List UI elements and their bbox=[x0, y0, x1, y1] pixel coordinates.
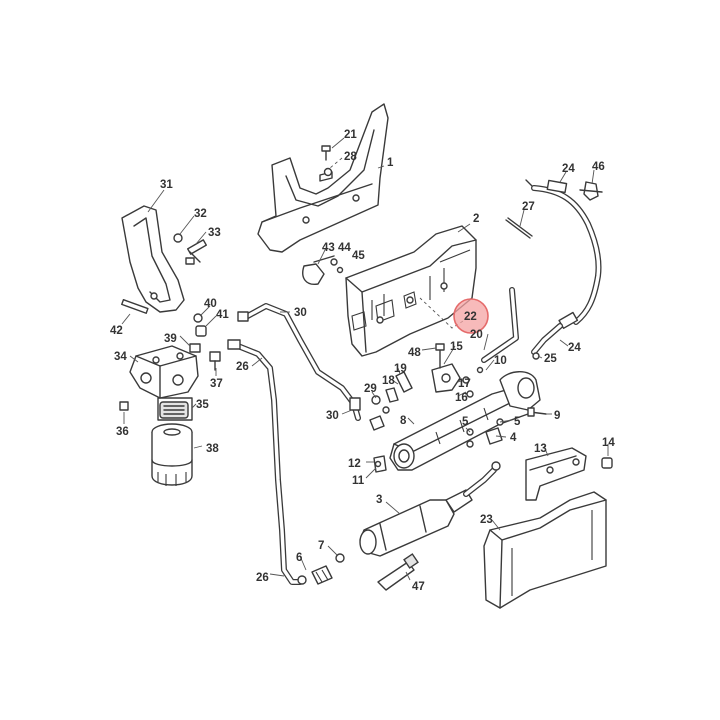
callout-13: 13 bbox=[534, 443, 547, 455]
part-sensor-15 bbox=[431, 343, 461, 393]
callout-17: 17 bbox=[458, 378, 471, 390]
callout-43: 43 bbox=[322, 242, 335, 254]
part-tube-20 bbox=[481, 287, 519, 363]
part-pin-42 bbox=[121, 298, 149, 314]
callout-40: 40 bbox=[204, 298, 217, 310]
callout-47: 47 bbox=[412, 581, 425, 593]
callout-23: 23 bbox=[480, 514, 493, 526]
part-nut-14 bbox=[601, 457, 613, 469]
callout-42: 42 bbox=[110, 325, 123, 337]
part-cooler-body bbox=[389, 371, 541, 471]
callout-30b: 30 bbox=[294, 307, 307, 319]
callout-21: 21 bbox=[344, 129, 357, 141]
callout-26b: 26 bbox=[236, 361, 249, 373]
part-clamp-43 bbox=[302, 255, 344, 285]
part-fittings-16-19 bbox=[385, 366, 484, 403]
callout-45: 45 bbox=[352, 250, 365, 262]
part-bolt-9 bbox=[527, 407, 547, 417]
part-bolts-21-28 bbox=[321, 145, 333, 177]
part-cover-23 bbox=[483, 491, 607, 609]
callout-31: 31 bbox=[160, 179, 173, 191]
callout-6: 6 bbox=[296, 552, 302, 564]
callout-22: 22 bbox=[464, 311, 477, 323]
callout-19: 19 bbox=[394, 363, 407, 375]
callout-29: 29 bbox=[364, 383, 377, 395]
callout-32: 32 bbox=[194, 208, 207, 220]
callout-18: 18 bbox=[382, 375, 395, 387]
callout-12: 12 bbox=[348, 458, 361, 470]
callout-labels: 1 2 3 4 5 5 6 7 8 9 10 11 12 13 14 15 16… bbox=[110, 129, 615, 593]
part-fitting-37 bbox=[209, 351, 221, 371]
callout-5b: 5 bbox=[514, 416, 521, 428]
callout-16: 16 bbox=[455, 392, 468, 404]
callout-24b: 24 bbox=[568, 342, 581, 354]
callout-4: 4 bbox=[510, 432, 517, 444]
callout-34: 34 bbox=[114, 351, 127, 363]
callout-8: 8 bbox=[400, 415, 407, 427]
part-fitting-6-7 bbox=[297, 553, 345, 585]
part-bracket-31 bbox=[121, 205, 185, 313]
callout-46: 46 bbox=[592, 161, 605, 173]
callout-1: 1 bbox=[387, 157, 394, 169]
part-fuel-line-30 bbox=[237, 303, 361, 421]
part-bolt-32-33 bbox=[173, 233, 207, 265]
leader-lines bbox=[121, 137, 609, 581]
callout-24a: 24 bbox=[562, 163, 575, 175]
callout-14: 14 bbox=[602, 437, 615, 449]
callout-26a: 26 bbox=[256, 572, 269, 584]
part-pin-27 bbox=[505, 217, 533, 239]
part-fuel-pump-3 bbox=[359, 461, 501, 557]
callout-30a: 30 bbox=[326, 410, 339, 422]
part-adapter-35 bbox=[157, 397, 193, 421]
part-mounting-bracket bbox=[257, 103, 389, 253]
callout-27: 27 bbox=[522, 201, 535, 213]
callout-25: 25 bbox=[544, 353, 557, 365]
part-hose-24 bbox=[525, 179, 602, 360]
callout-5a: 5 bbox=[462, 416, 469, 428]
callout-10: 10 bbox=[494, 355, 507, 367]
callout-28: 28 bbox=[344, 151, 357, 163]
callout-48: 48 bbox=[408, 347, 421, 359]
part-plug-36 bbox=[119, 401, 129, 411]
callout-35: 35 bbox=[196, 399, 209, 411]
part-filter-38 bbox=[151, 423, 193, 486]
part-fuel-line-26 bbox=[227, 339, 303, 585]
callout-2: 2 bbox=[473, 213, 479, 225]
callout-11: 11 bbox=[352, 475, 365, 487]
callout-39: 39 bbox=[164, 333, 177, 345]
part-fittings-39-41 bbox=[189, 313, 207, 353]
callout-9: 9 bbox=[554, 410, 560, 422]
callout-20: 20 bbox=[470, 329, 483, 341]
part-fittings-29 bbox=[369, 395, 390, 431]
part-clip-46 bbox=[579, 181, 603, 201]
callout-33: 33 bbox=[208, 227, 221, 239]
callout-38: 38 bbox=[206, 443, 219, 455]
callout-15: 15 bbox=[450, 341, 463, 353]
part-fitting-4-5 bbox=[466, 418, 504, 448]
callout-3: 3 bbox=[376, 494, 382, 506]
part-bracket-13 bbox=[525, 447, 587, 501]
part-filter-head bbox=[129, 345, 199, 399]
callout-37: 37 bbox=[210, 378, 223, 390]
highlight-circle-22 bbox=[453, 298, 489, 334]
part-fitting-11-12 bbox=[373, 455, 387, 473]
callout-36: 36 bbox=[116, 426, 129, 438]
part-housing bbox=[345, 225, 477, 357]
callout-44: 44 bbox=[338, 242, 351, 254]
part-sealant-47 bbox=[377, 553, 419, 591]
callout-7: 7 bbox=[318, 540, 324, 552]
callout-41: 41 bbox=[216, 309, 229, 321]
